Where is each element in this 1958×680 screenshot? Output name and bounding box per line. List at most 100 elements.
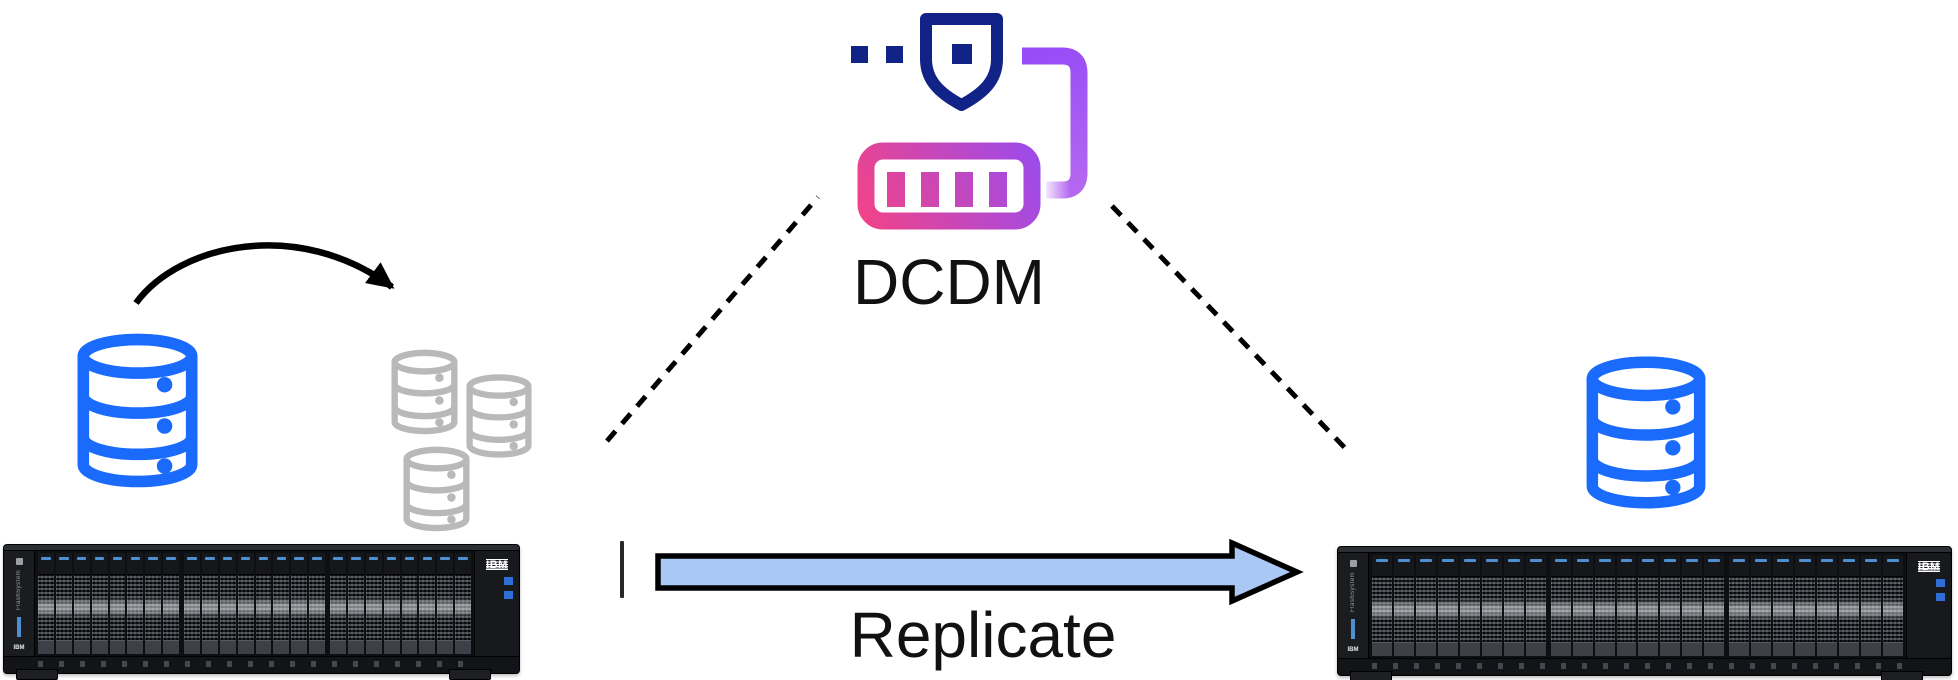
- target-storage-array: FlashSystem IBM IBM: [1337, 546, 1952, 680]
- drive-body: [1751, 577, 1772, 642]
- drive-led: [458, 557, 468, 560]
- drive-label-strip: [273, 640, 290, 654]
- drive-body: [455, 575, 471, 640]
- drive-led: [1576, 559, 1589, 562]
- drive-led: [1799, 559, 1812, 562]
- ibm-logo: IBM: [13, 645, 25, 651]
- drive-label-strip: [1372, 642, 1392, 656]
- drive-led: [240, 557, 251, 560]
- drive-body: [1616, 577, 1637, 642]
- drive-bay: [1682, 555, 1703, 656]
- drive-body: [437, 575, 454, 640]
- drive-led: [1463, 559, 1476, 562]
- drive-label-strip: [91, 640, 108, 654]
- drive-led: [404, 557, 415, 560]
- drive-label-strip: [330, 640, 346, 654]
- drive-body: [1437, 577, 1458, 642]
- rack-foot: [16, 669, 58, 680]
- rack-left-bezel: FlashSystem IBM: [1338, 553, 1369, 658]
- drive-label-strip: [1682, 642, 1703, 656]
- drive-cap: [1751, 555, 1772, 577]
- drive-body: [1459, 577, 1480, 642]
- drive-cap: [365, 553, 382, 575]
- drive-body: [163, 575, 179, 640]
- drive-cap: [383, 553, 400, 575]
- drive-bay: [237, 553, 254, 654]
- drive-bay: [55, 553, 72, 654]
- drive-cap: [455, 553, 471, 575]
- rack-top-rail: [4, 545, 519, 551]
- drive-led: [1620, 559, 1633, 562]
- drive-cap: [1415, 555, 1436, 577]
- drive-label-strip: [1550, 642, 1571, 656]
- drive-cap: [73, 553, 90, 575]
- drive-led: [1777, 559, 1790, 562]
- drive-led: [333, 557, 343, 560]
- drive-label-strip: [365, 640, 382, 654]
- drive-led: [258, 557, 269, 560]
- drive-label-strip: [1795, 642, 1816, 656]
- drive-led: [1664, 559, 1677, 562]
- drive-bay: [145, 553, 162, 654]
- drive-cap: [1660, 555, 1681, 577]
- drive-bay: [1839, 555, 1860, 656]
- drive-body: [1572, 577, 1593, 642]
- drive-label-strip: [1572, 642, 1593, 656]
- drive-label-strip: [1839, 642, 1860, 656]
- drive-body: [273, 575, 290, 640]
- drive-led: [1375, 559, 1388, 562]
- drive-bay: [347, 553, 364, 654]
- drive-led: [368, 557, 379, 560]
- drive-label-strip: [1525, 642, 1546, 656]
- power-button: [15, 558, 23, 565]
- drive-bay: [91, 553, 108, 654]
- drive-label-strip: [419, 640, 436, 654]
- drive-bay: [365, 553, 382, 654]
- replicate-block-arrow: [655, 538, 1304, 606]
- rack-bottom-rail: [4, 656, 519, 673]
- rack-top-rail: [1338, 547, 1951, 553]
- drive-led: [1733, 559, 1746, 562]
- drive-led: [1419, 559, 1432, 562]
- dashed-connector-right: [1110, 204, 1348, 451]
- drive-cap: [1393, 555, 1414, 577]
- drive-led: [1755, 559, 1768, 562]
- power-button: [1349, 560, 1357, 567]
- drive-label-strip: [1437, 642, 1458, 656]
- drive-bay: [1503, 555, 1524, 656]
- drive-led: [1686, 559, 1699, 562]
- dcdm-shield-icon: [851, 13, 1003, 111]
- drive-bay: [309, 553, 325, 654]
- drive-bay: [1393, 555, 1414, 656]
- drive-body: [255, 575, 272, 640]
- drive-led: [1843, 559, 1856, 562]
- drive-label-strip: [455, 640, 471, 654]
- drive-cap: [419, 553, 436, 575]
- drive-label-strip: [127, 640, 144, 654]
- drive-bay: [1616, 555, 1637, 656]
- drive-led: [312, 557, 322, 560]
- drive-group: [1729, 555, 1903, 656]
- drive-led: [1485, 559, 1498, 562]
- drive-body: [127, 575, 144, 640]
- copy-curved-arrow: [133, 242, 395, 305]
- drive-bay: [1704, 555, 1725, 656]
- drive-body: [1773, 577, 1794, 642]
- drive-bay: [1773, 555, 1794, 656]
- drive-cap: [1503, 555, 1524, 577]
- drive-group: [184, 553, 325, 654]
- drive-cap: [201, 553, 218, 575]
- drive-cap: [1704, 555, 1725, 577]
- bezel-blue-tab: [504, 577, 513, 585]
- drive-body: [291, 575, 308, 640]
- drive-label-strip: [1503, 642, 1524, 656]
- drive-cap: [219, 553, 236, 575]
- drive-label-strip: [73, 640, 90, 654]
- drive-cap: [163, 553, 179, 575]
- shield-dash-icon: [886, 46, 903, 63]
- drive-bay: [455, 553, 471, 654]
- drive-body: [1503, 577, 1524, 642]
- rack-right-bezel: IBM: [1906, 553, 1951, 658]
- drive-cap: [145, 553, 162, 575]
- drive-label-strip: [38, 640, 54, 654]
